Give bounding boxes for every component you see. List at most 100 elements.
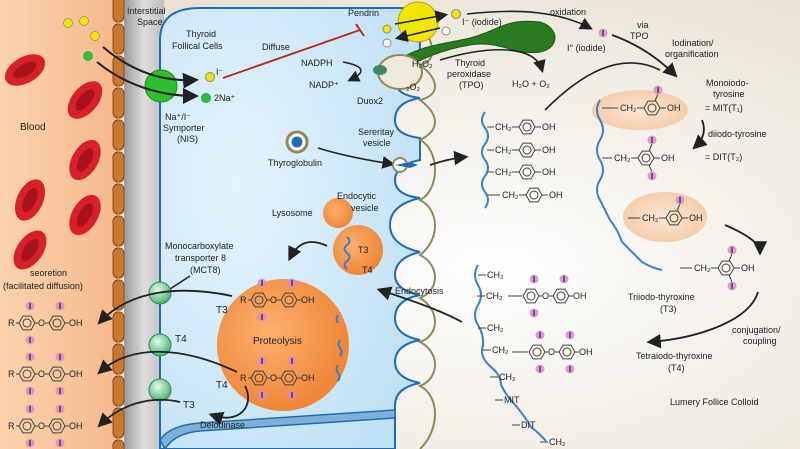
ring-circle xyxy=(22,421,32,431)
coupling-label-1: conjugation/ xyxy=(732,325,781,335)
iodine-atom xyxy=(559,274,569,284)
chain-label: CH₂ xyxy=(487,323,504,333)
diffuse-label: Diffuse xyxy=(262,42,290,52)
iodide-dot xyxy=(382,24,392,34)
membrane-segment xyxy=(112,407,125,439)
small-lysosome xyxy=(323,198,353,228)
oh-label: OH xyxy=(542,145,556,155)
iodine-atom xyxy=(25,335,35,345)
chain-label: CH₂ xyxy=(499,372,516,382)
rbc-center xyxy=(21,238,39,262)
ring-circle xyxy=(556,291,566,301)
via-label-1: via xyxy=(637,20,649,30)
ch2-label: CH₂ xyxy=(694,263,711,273)
ring-hexagon xyxy=(250,292,268,308)
thyroglobulin-fragment xyxy=(343,236,351,270)
iodine-atom xyxy=(653,85,663,95)
t3-secretion-arrow xyxy=(97,289,233,325)
benzene-ring xyxy=(250,370,268,386)
ether-o-label: O xyxy=(38,318,45,328)
ring-circle xyxy=(52,369,62,379)
secretion-label-1: seoretion xyxy=(30,268,67,278)
mit-label-2: tyrosine xyxy=(713,89,745,99)
oxidation-arrow xyxy=(466,10,593,30)
benzene-ring xyxy=(552,288,570,304)
via-label-2: TPO xyxy=(630,31,649,41)
ring-hexagon xyxy=(18,418,36,434)
iodine-atom xyxy=(287,278,297,288)
membrane-segment xyxy=(112,311,125,343)
benzene-ring xyxy=(558,344,576,360)
dit-step-label: diiodo-tyrosine xyxy=(708,129,767,139)
iodide-dot xyxy=(90,31,100,41)
iodine-atom xyxy=(257,278,267,288)
duox2-enzyme xyxy=(373,65,387,75)
benzene-ring xyxy=(518,164,536,180)
bond xyxy=(648,143,653,152)
benzene-ring xyxy=(665,210,683,226)
dit-arrow xyxy=(692,119,708,150)
r-label: R xyxy=(240,295,247,305)
benzene-ring xyxy=(525,187,543,203)
ring-circle xyxy=(522,167,532,177)
benzene-ring xyxy=(518,142,536,158)
deiodinase-arrow xyxy=(208,385,249,426)
pendrin-arrow-in xyxy=(394,27,441,43)
lysosome-t3-label: T3 xyxy=(216,305,228,316)
ch2-label: CH₂ xyxy=(642,213,659,223)
pendrin-arrow-out xyxy=(394,10,449,25)
ch2-label: CH₂ xyxy=(502,190,519,200)
nadp-label: NADP⁺ xyxy=(309,80,339,90)
bond xyxy=(728,253,733,262)
tpo-label-3: (TPO) xyxy=(459,80,484,90)
ring-circle xyxy=(22,318,32,328)
lysosome-label: Lysosome xyxy=(272,208,313,218)
endocytic-vesicle-label-2: vesicle xyxy=(351,203,379,213)
ring-hexagon xyxy=(250,370,268,386)
membrane-segment xyxy=(112,375,125,407)
nis-label-3: (NIS) xyxy=(177,134,198,144)
cells-label-1: Thyroid xyxy=(186,29,216,39)
membrane-segment xyxy=(112,119,125,151)
oh-label: OH xyxy=(549,190,563,200)
membrane-segment xyxy=(112,0,125,23)
iodine-atom xyxy=(647,135,657,145)
sodium-dot xyxy=(83,51,93,61)
r-label: R xyxy=(8,369,15,379)
dit-to-coupling-arrow xyxy=(724,224,768,256)
tyrosine-residue: CH₂ OH xyxy=(502,187,563,203)
ch2-label: CH₂ xyxy=(495,167,512,177)
coupling-label-2: coupling xyxy=(743,336,777,346)
chain-label: CH₂ xyxy=(486,291,503,301)
pendrin-bar xyxy=(355,23,365,37)
thyroglobulin-core xyxy=(291,136,303,148)
benzene-ring xyxy=(250,292,268,308)
iodine-atom xyxy=(727,245,737,255)
iodine-atom xyxy=(25,352,35,362)
benzene-ring xyxy=(18,418,36,434)
ring-circle xyxy=(532,347,542,357)
proteolysis-label: Proteolysis xyxy=(253,336,302,347)
deiodinase-label: Delodinase xyxy=(200,420,245,430)
ring-circle xyxy=(254,373,264,383)
chain-label: DIT xyxy=(521,420,536,430)
h2o2-arrow xyxy=(439,48,546,74)
benzene-ring xyxy=(48,315,66,331)
bond xyxy=(728,274,733,283)
chloride-dot xyxy=(382,38,392,48)
ring-hexagon xyxy=(643,100,661,116)
iodine-atom xyxy=(55,438,65,448)
iodide-uptake-arrow xyxy=(102,46,199,89)
o2-label: ₂O₂ xyxy=(406,82,420,92)
ring-hexagon xyxy=(48,366,66,382)
ring-hexagon xyxy=(518,164,536,180)
ring-circle xyxy=(669,213,679,223)
ether-o-label: O xyxy=(548,347,555,357)
iodine-atom xyxy=(535,364,545,374)
